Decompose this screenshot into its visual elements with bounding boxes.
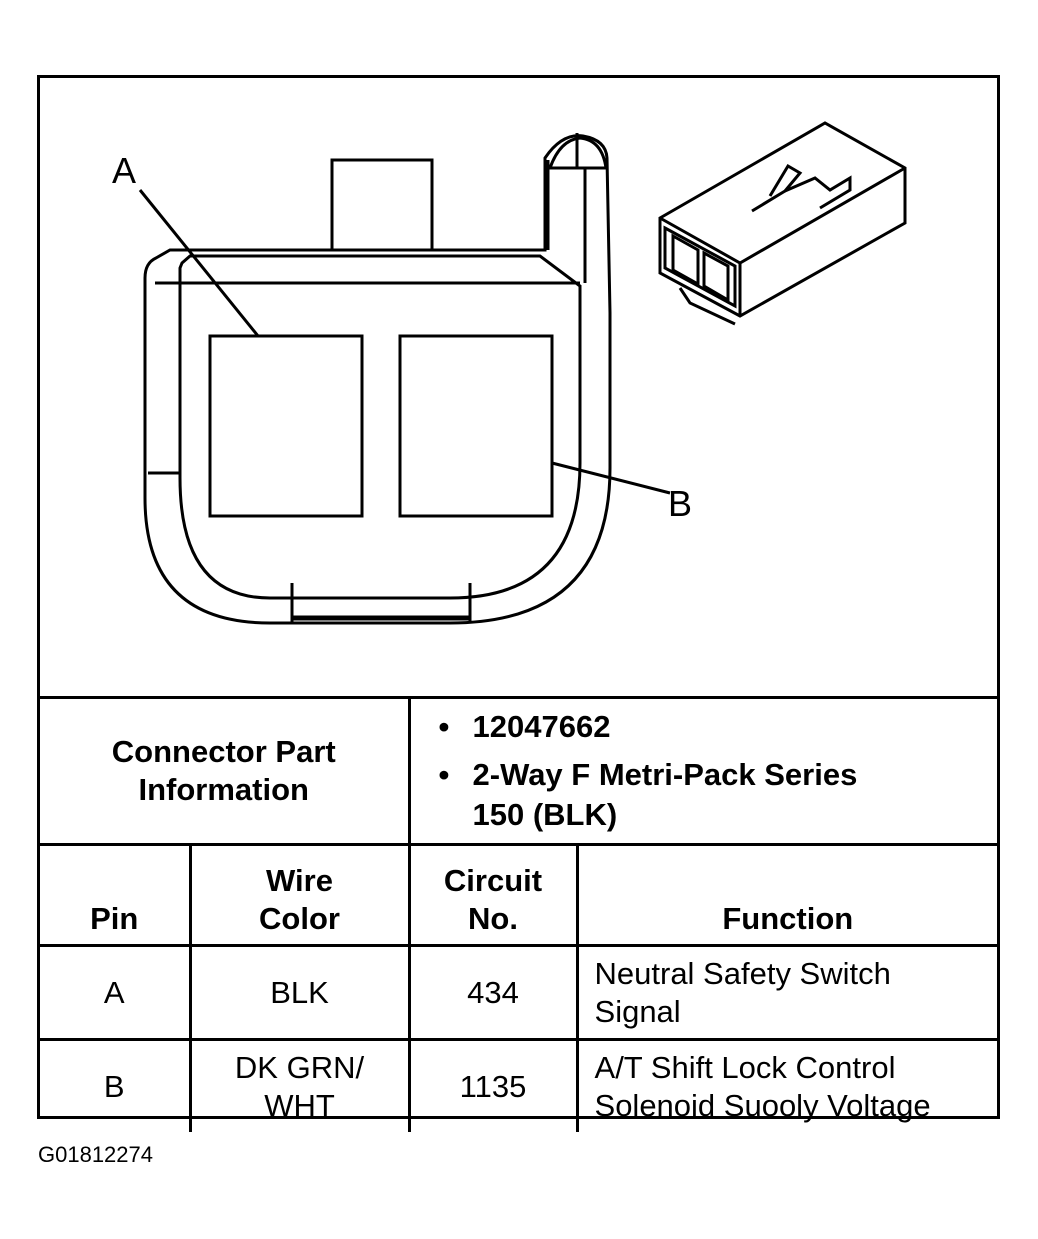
connector-info-table: Connector Part Information • 12047662 • …	[40, 696, 998, 1132]
connector-figure-frame: A B Connector Part Information	[37, 75, 1000, 1132]
pin-cell: B	[40, 1038, 192, 1132]
callout-b-leader	[551, 461, 671, 495]
connector-part-info-row: Connector Part Information • 12047662 • …	[40, 696, 998, 846]
part-number-item: • 12047662	[438, 709, 611, 744]
connector-type-item: • 2-Way F Metri-Pack Series 150 (BLK)	[438, 757, 858, 832]
wire-color-cell: DK GRN/ WHT	[188, 1038, 411, 1132]
callout-a-leader	[138, 189, 260, 337]
circuit-cell: 434	[407, 944, 579, 1041]
function-cell: Neutral Safety Switch Signal	[575, 944, 998, 1041]
wire-color-cell: BLK	[188, 944, 411, 1041]
pin-cell: A	[40, 944, 192, 1041]
cavity-b	[398, 334, 554, 518]
table-header-row: Pin Wire Color Circuit No. Function	[40, 843, 998, 947]
circuit-cell: 1135	[407, 1038, 579, 1132]
figure-id: G01812274	[38, 1142, 153, 1167]
connector-part-info-values: • 12047662 • 2-Way F Metri-Pack Series 1…	[407, 696, 998, 846]
header-pin: Pin	[40, 843, 192, 947]
function-cell: A/T Shift Lock Control Solenoid Suooly V…	[575, 1038, 998, 1132]
callout-a-label: A	[112, 150, 136, 191]
header-wire-color: Wire Color	[188, 843, 411, 947]
table-row: A BLK 434 Neutral Safety Switch Signal	[40, 944, 998, 1041]
connector-part-info-label: Connector Part Information	[40, 696, 411, 846]
connector-isometric-view	[658, 121, 907, 326]
connector-face-view	[138, 133, 671, 625]
table-row: B DK GRN/ WHT 1135 A/T Shift Lock Contro…	[40, 1038, 998, 1132]
header-function: Function	[575, 843, 998, 947]
connector-face-diagram: A B	[112, 121, 907, 625]
header-circuit-no: Circuit No.	[407, 843, 579, 947]
cavity-a	[208, 334, 364, 518]
callout-b-label: B	[668, 483, 692, 524]
